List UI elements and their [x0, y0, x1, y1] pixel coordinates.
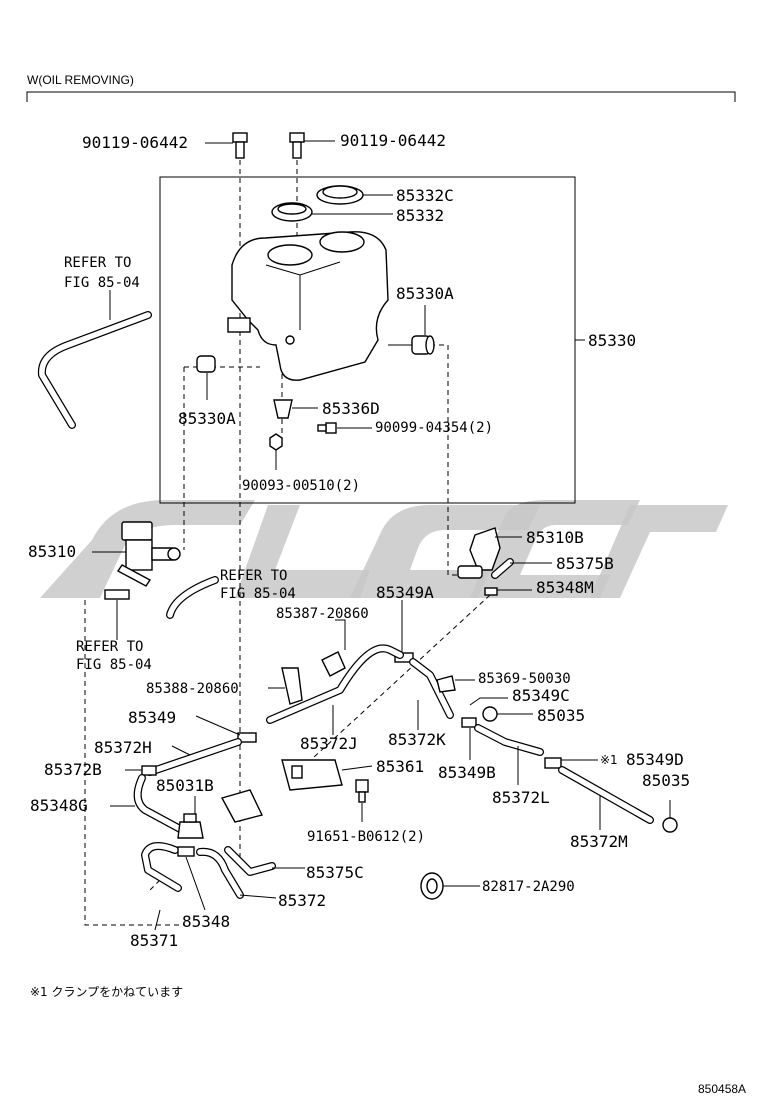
label-hose-75b: 85375B — [556, 554, 614, 573]
label-nut: 90093-00510(2) — [242, 478, 360, 494]
cap-c-icon — [316, 185, 364, 205]
label-grommet-82817: 82817-2A290 — [482, 879, 575, 895]
guide-line — [299, 594, 491, 771]
clip-35a-icon — [482, 706, 533, 722]
label-clip-35a: 85035 — [537, 706, 585, 725]
header-rule — [26, 91, 736, 102]
cap-icon — [271, 202, 313, 222]
label-joint-49a: 85349A — [376, 583, 434, 602]
grommet-a-left-icon — [196, 355, 216, 373]
label-joint-49c: 85349C — [512, 686, 570, 705]
figure-code: 850458A — [698, 1082, 746, 1096]
guide-line — [84, 600, 185, 926]
grommet-d-icon — [273, 399, 293, 419]
bracket-small-icon — [220, 789, 263, 823]
washer-pump-b-icon — [457, 527, 501, 579]
hose-72m — [558, 766, 654, 824]
label-joint-48m: 85348M — [536, 578, 594, 597]
check-valve-icon — [177, 813, 204, 839]
label-clamp-88: 85388-20860 — [146, 681, 239, 697]
label-joint-48: 85348 — [182, 912, 230, 931]
label-refer-low-2: FIG 85-04 — [76, 657, 152, 673]
bolt-right-icon — [289, 132, 305, 159]
label-joint-49b: 85349B — [438, 763, 496, 782]
nut-icon — [269, 433, 283, 451]
label-bolt-right: 90119-06442 — [340, 131, 446, 150]
label-hose-71: 85371 — [130, 931, 178, 950]
label-grommet-a-left: 85330A — [178, 409, 236, 428]
clamp-88-icon — [281, 667, 303, 705]
grommet-a-right-icon — [411, 335, 435, 355]
label-clamp-87: 85387-20860 — [276, 606, 369, 622]
label-hose-72k: 85372K — [388, 730, 446, 749]
label-pump-b: 85310B — [526, 528, 584, 547]
guide-line — [430, 344, 460, 576]
hose-75c — [224, 846, 276, 876]
hose-72 — [196, 847, 244, 899]
clip-35b-icon — [662, 817, 678, 833]
label-bolt-left: 90119-06442 — [82, 133, 188, 152]
hose-72j — [266, 644, 404, 724]
hose-71 — [141, 842, 182, 892]
diagram-title: W(OIL REMOVING) — [27, 73, 134, 87]
label-refer-low-1: REFER TO — [76, 639, 143, 655]
bolt-left-icon — [232, 132, 248, 159]
grommet-82817-icon — [420, 872, 444, 900]
joint-49a-icon — [394, 652, 414, 663]
clamp-87-icon — [321, 651, 346, 677]
joint-48-icon — [177, 846, 195, 857]
refer-hose-top — [37, 311, 152, 429]
label-bracket-61: 85361 — [376, 757, 424, 776]
label-check-31b: 85031B — [156, 776, 214, 795]
label-hose-75c: 85375C — [306, 863, 364, 882]
label-hose-72h: 85372H — [94, 738, 152, 757]
label-refer-top-1: REFER TO — [64, 255, 131, 271]
connector-icon — [104, 589, 130, 600]
joint-49b-icon — [461, 717, 477, 728]
hose-75b — [491, 558, 514, 579]
label-pump: 85310 — [28, 542, 76, 561]
label-hose-72l: 85372L — [492, 788, 550, 807]
joint-72b-icon — [141, 765, 157, 776]
hose-72h — [146, 738, 242, 776]
label-refer-mid-1: REFER TO — [220, 568, 287, 584]
label-tank: 85330 — [588, 331, 636, 350]
hose-72l — [474, 724, 544, 756]
bolt-small-icon — [317, 422, 337, 434]
guide-line — [149, 879, 161, 891]
label-joint-49: 85349 — [128, 708, 176, 727]
label-refer-top-2: FIG 85-04 — [64, 275, 140, 291]
label-cap-c: 85332C — [396, 186, 454, 205]
label-joint-49d: 85349D — [626, 750, 684, 769]
label-grommet-d: 85336D — [322, 399, 380, 418]
label-bolt-91651: 91651-B0612(2) — [307, 829, 425, 845]
label-refer-mid-2: FIG 85-04 — [220, 586, 296, 602]
label-joint-48g: 85348G — [30, 796, 88, 815]
bracket-61-icon — [281, 759, 343, 791]
label-hose-72b: 85372B — [44, 760, 102, 779]
washer-tank-icon — [227, 231, 389, 381]
clamp-69-icon — [436, 675, 456, 693]
joint-49d-icon — [544, 757, 562, 769]
label-grommet-a-right: 85330A — [396, 284, 454, 303]
hose-72k — [409, 658, 454, 719]
hose-48g — [133, 774, 186, 834]
label-cap: 85332 — [396, 206, 444, 225]
pump-refer-hose — [166, 576, 219, 619]
washer-pump-icon — [116, 521, 181, 587]
label-hose-72m: 85372M — [570, 832, 628, 851]
label-clip-35b: 85035 — [642, 771, 690, 790]
joint-48m-icon — [484, 587, 498, 596]
label-clamp-69: 85369-50030 — [478, 671, 571, 687]
label-hose-72j: 85372J — [300, 734, 358, 753]
label-bolt-small: 90099-04354(2) — [375, 420, 493, 436]
bolt-91651-icon — [355, 779, 369, 803]
label-hose-72: 85372 — [278, 891, 326, 910]
label-note-mark: ※1 — [600, 753, 618, 767]
footnote: ※1 クランプをかねています — [30, 985, 183, 999]
joint-49-icon — [237, 732, 257, 743]
